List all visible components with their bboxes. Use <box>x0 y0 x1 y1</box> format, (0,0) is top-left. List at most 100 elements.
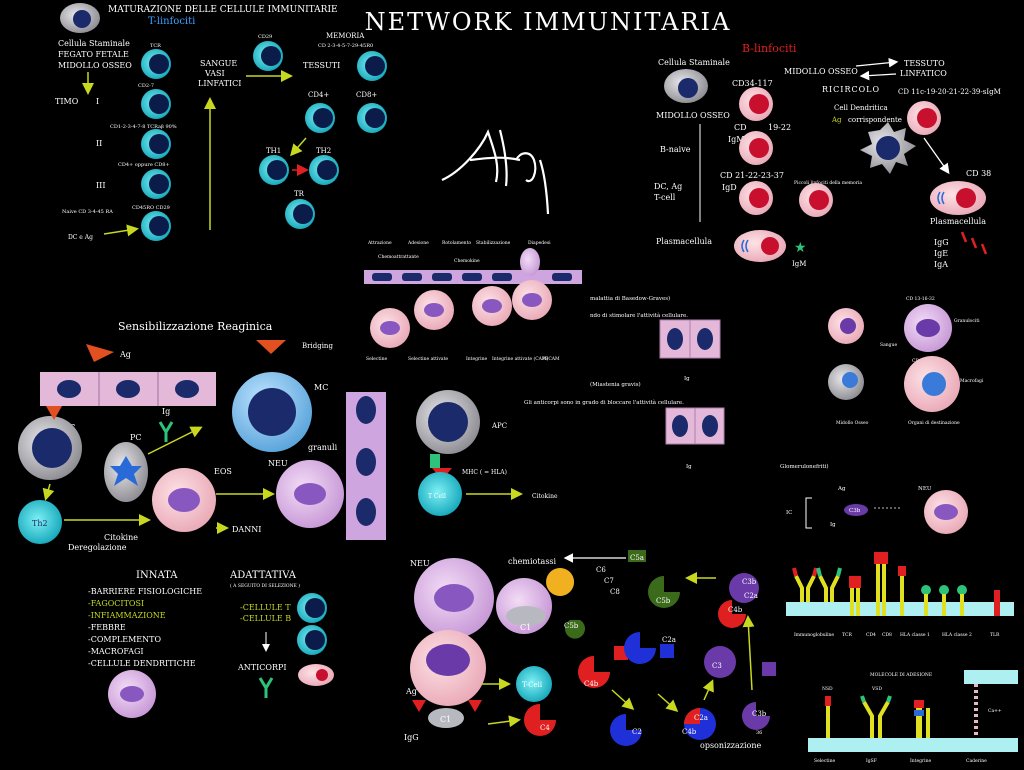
ncam-label: NSD <box>822 686 833 692</box>
cellule-t-label: -CELLULE T <box>240 603 291 612</box>
granulociti-label: Granulociti <box>954 318 980 324</box>
glomerulo-ig-label: Ig <box>830 522 836 528</box>
innata-item-4: -COMPLEMENTO <box>88 635 161 644</box>
bridging-label: Bridging <box>302 342 333 350</box>
c4b-label: C4b <box>728 606 743 614</box>
immunity-types-panel: INNATA -BARRIERE FISIOLOGICHE -FAGOCITOS… <box>88 570 334 718</box>
cd4plus-label: CD4+ <box>308 91 329 99</box>
b-midollo-osseo-label: MIDOLLO OSSEO <box>656 111 730 120</box>
memoria-label: MEMORIA <box>326 32 365 40</box>
adhesion-label-2: Integrine <box>910 758 932 764</box>
vasi-label: VASI <box>204 69 225 78</box>
tcr-label: TCR <box>150 43 161 49</box>
mhc-label: MHC ( = HLA) <box>462 469 507 476</box>
antigen-icon <box>86 344 114 362</box>
igg-label: IgG <box>934 238 949 247</box>
leukocyte-migration-panel: Attrazione Adesione Rotolamento Stabiliz… <box>364 240 582 362</box>
t-cell-icon <box>305 103 335 133</box>
cellula-staminale-label: Cellula Staminale <box>58 39 130 48</box>
migration-bottom-0: Selectine <box>366 356 388 362</box>
glomerulo-ag-label: Ag <box>837 486 846 492</box>
cell-dendritica-label: Cell Dendritica <box>834 104 888 112</box>
th2-label: TH2 <box>316 147 331 155</box>
t-cell-icon <box>285 199 315 229</box>
miastenia-label: (Miastenia gravis) <box>590 381 641 388</box>
dc-ag-label: DC e Ag <box>68 234 93 241</box>
c3b-bubble <box>844 504 868 516</box>
reaginic-ag-label: Ag <box>119 350 131 359</box>
n1922-label: 19-22 <box>768 123 791 132</box>
tessuto-label: TESSUTO <box>904 59 945 68</box>
t-cell-icon <box>141 211 171 241</box>
migration-label-4: Diapedesi <box>528 240 551 246</box>
deregolazione-label: Deregolazione <box>68 543 127 552</box>
eos-label: EOS <box>214 467 232 476</box>
t-cell-icon <box>141 169 171 199</box>
stage-i-label: I <box>96 97 99 106</box>
chemo-label-2: Chemokine <box>454 258 480 264</box>
cd-1922-label: CD <box>734 123 747 132</box>
comp-igg-label: IgG <box>404 733 419 742</box>
receptors-panel: Immunoglobuline TCR CD4 CD8 HLA classe 1… <box>786 552 1018 764</box>
complement-panel: NEU chemiotassi C5a C6 C7 C8 C1 C5b C5b … <box>404 550 776 750</box>
plasmacellula-label: Plasmacellula <box>656 237 712 246</box>
comp-neu-label: NEU <box>410 559 430 568</box>
tr-label: TR <box>294 190 305 198</box>
c4-label: C4 <box>540 724 550 732</box>
b-midollo-osseo-2-label: MIDOLLO OSSEO <box>784 67 858 76</box>
c5b-2-label: C5b <box>656 597 671 605</box>
migration-label-2: Rotolamento <box>442 240 471 246</box>
adesione-title: MOLECOLE DI ADESIONE <box>870 672 932 678</box>
cell-membrane <box>808 738 1018 752</box>
t-cell-icon <box>516 666 552 702</box>
reaginic-panel: Sensibilizzazione Reaginica Ag APC Ig PC… <box>18 320 386 552</box>
c2a-label: C2a <box>744 592 758 600</box>
star-icon: ★ <box>794 240 807 256</box>
t-cell-icon <box>357 103 387 133</box>
c7-label: C7 <box>604 577 614 585</box>
th2-label: Th2 <box>32 519 48 528</box>
chemo-label-1: Chemoattrattante <box>378 254 419 260</box>
organi-label: Organi di destinazione <box>908 420 960 426</box>
adhesion-label-1: IgSF <box>866 758 877 764</box>
memory-b-cell-icon <box>799 183 833 217</box>
cd8plus-label: CD8+ <box>356 91 377 99</box>
timo-label: TIMO <box>55 97 79 106</box>
danni-label: DANNI <box>232 525 261 534</box>
autoimmune-panel: malattia di Basedow-Graves) ndo di stimo… <box>524 295 725 470</box>
c3-label: C3 <box>712 662 722 670</box>
reaginic-pc-label: PC <box>130 433 142 442</box>
t-cell-icon <box>141 129 171 159</box>
chemiotassi-label: chemiotassi <box>508 557 557 566</box>
receptor-icons <box>792 552 1000 616</box>
adattativa-subtitle: ( A SEGUITO DI SELEZIONE ) <box>230 582 300 589</box>
b-linfociti-label: B-linfociti <box>742 42 797 55</box>
reaginic-title: Sensibilizzazione Reaginica <box>118 320 273 333</box>
th1-label: TH1 <box>266 147 281 155</box>
mc-label: MC <box>314 383 328 392</box>
t-cell-icon <box>297 625 327 655</box>
neutrophil-icon <box>472 286 512 326</box>
migration-bottom-4: PECAM <box>542 356 560 362</box>
antibody-marks <box>960 231 988 255</box>
plasmacellula-2-label: Plasmacellula <box>930 217 986 226</box>
c5a-label: C5a <box>630 554 644 562</box>
comp-ag-label: Ag <box>405 687 417 696</box>
migration-bottom-1: Selectine attivate <box>408 356 448 362</box>
glomerulo-neu-label: NEU <box>918 486 932 492</box>
receptor-label-2: CD4 <box>866 632 876 638</box>
cd38-label: CD 38 <box>966 169 991 178</box>
b-cell-icon <box>739 87 773 121</box>
glomerulo-ic-label: IC <box>786 510 792 516</box>
neutrophil-icon <box>414 290 454 330</box>
neutrophil-icon <box>512 280 552 320</box>
ig-1-label: Ig <box>684 376 690 382</box>
iga-label: IgA <box>934 260 948 269</box>
stimolare-label: ndo di stimolare l'attività cellulare. <box>590 312 688 319</box>
receptor-label-4: HLA classe 1 <box>900 632 930 638</box>
midollo-osseo-label: MIDOLLO OSSEO <box>58 61 132 70</box>
sangue-label: Sangue <box>880 342 897 348</box>
b-dc-ag-label: DC, Ag <box>654 182 682 191</box>
